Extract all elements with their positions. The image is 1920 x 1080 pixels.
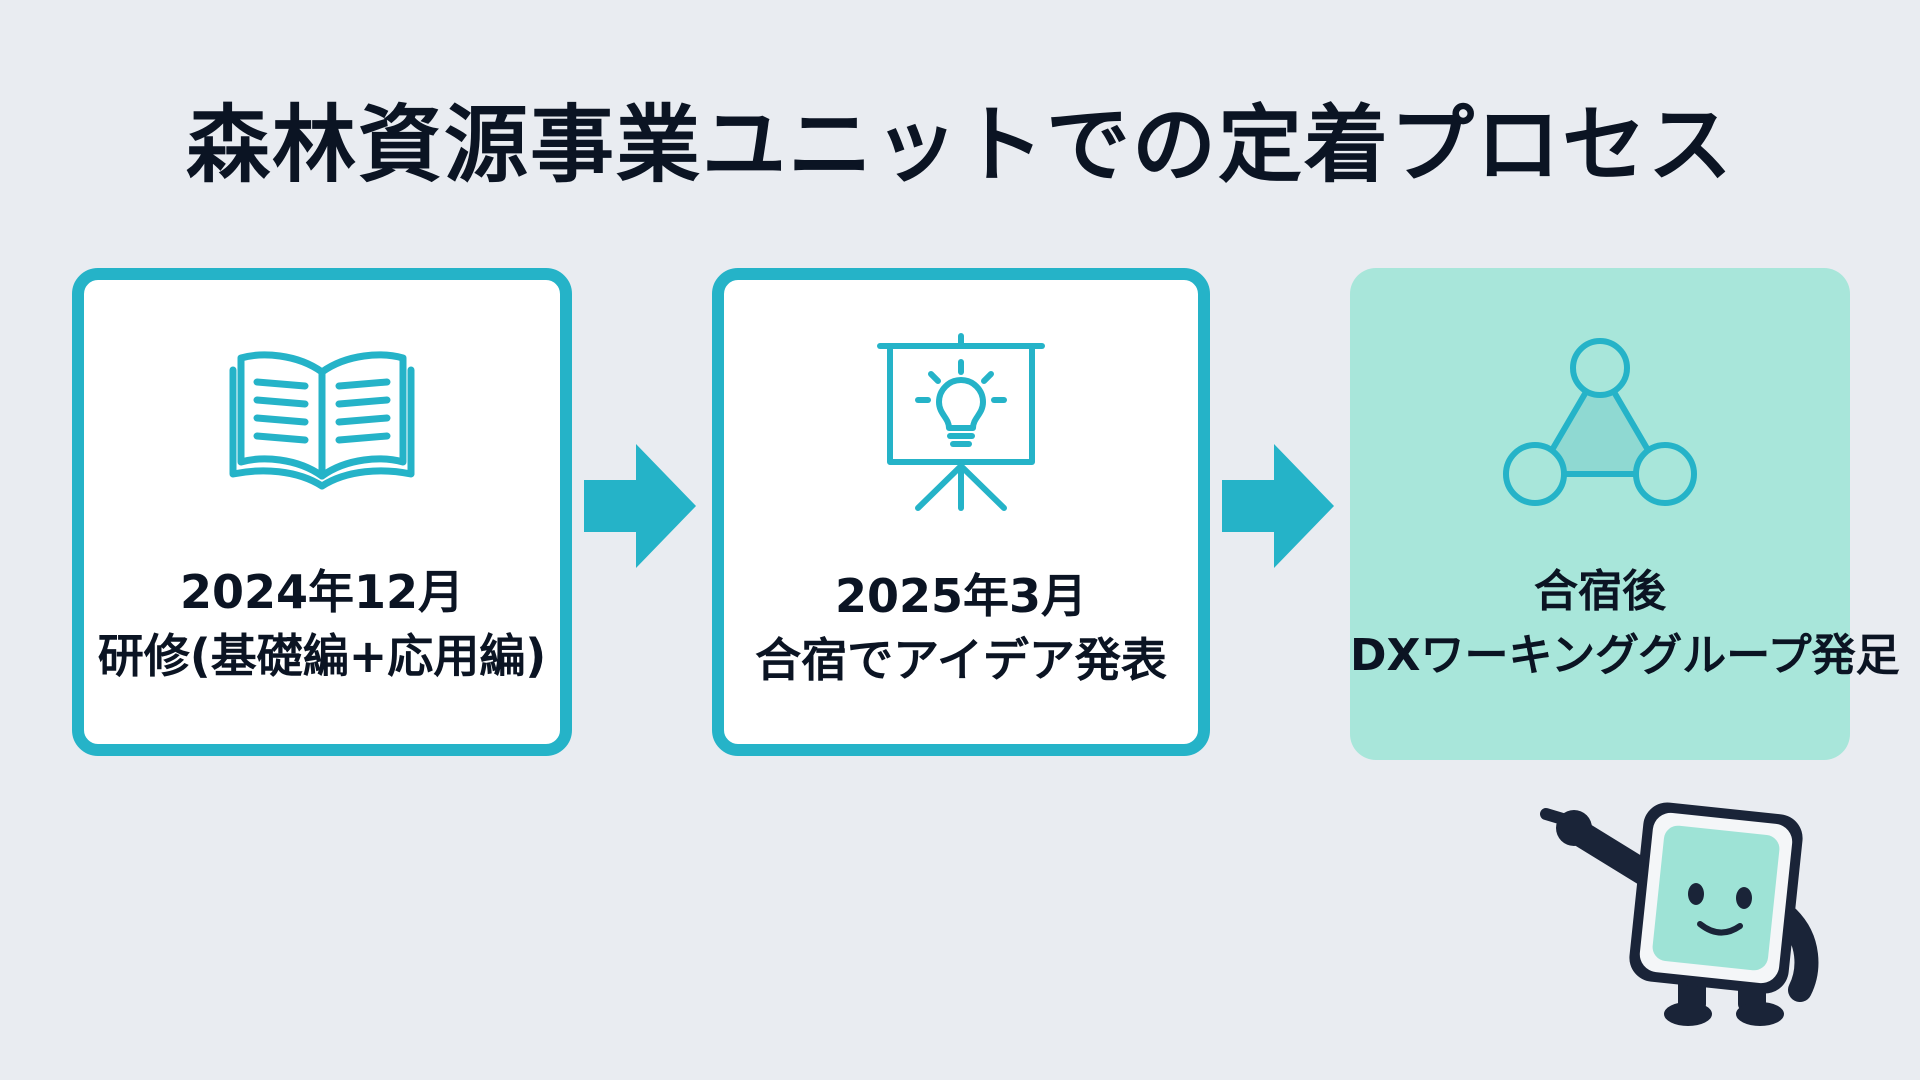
- step-date: 2024年12月: [179, 565, 465, 619]
- presentation-lightbulb-icon: [876, 332, 1046, 516]
- open-book-icon: [227, 342, 417, 496]
- arrow-right-icon: [584, 444, 696, 572]
- mascot-character: [1538, 790, 1828, 1034]
- step-description: 合宿でアイデア発表: [755, 633, 1167, 687]
- step-description: DXワーキンググループ発足: [1350, 630, 1900, 681]
- step-card-training: 2024年12月 研修(基礎編+応用編): [72, 268, 572, 756]
- step-text: 2024年12月 研修(基礎編+応用編): [84, 560, 560, 688]
- step-date: 合宿後: [1534, 566, 1666, 617]
- page-title: 森林資源事業ユニットでの定着プロセス: [185, 96, 1734, 194]
- step-description: 研修(基礎編+応用編): [97, 629, 547, 683]
- step-text: 2025年3月 合宿でアイデア発表: [724, 564, 1198, 692]
- step-card-working-group: 合宿後 DXワーキンググループ発足: [1350, 268, 1900, 760]
- step-card-camp: 2025年3月 合宿でアイデア発表: [712, 268, 1210, 756]
- network-triangle-icon: [1503, 338, 1697, 512]
- step-text: 合宿後 DXワーキンググループ発足: [1350, 560, 1900, 688]
- step-date: 2025年3月: [834, 569, 1088, 623]
- arrow-right-icon: [1222, 444, 1334, 572]
